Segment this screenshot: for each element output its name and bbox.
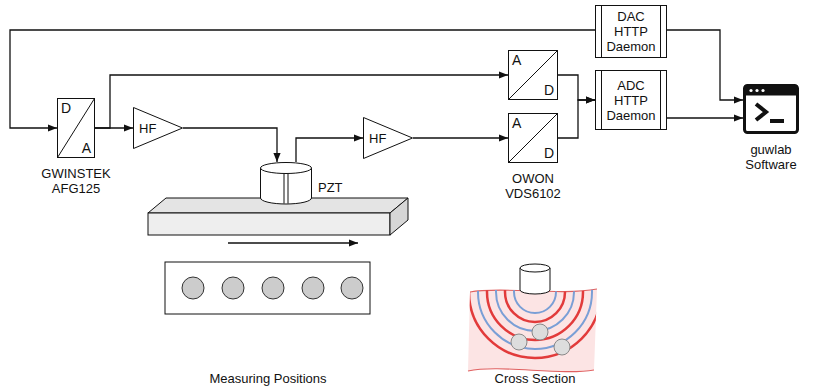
converter-port-letter: D [61, 100, 71, 116]
measuring-position [222, 277, 244, 299]
pzt-transducer-outline [260, 162, 312, 204]
prompt-cursor [770, 119, 784, 123]
figure-caption-label: Measuring Positions [209, 371, 326, 386]
signal-connector [667, 30, 743, 100]
wave-front-red [505, 262, 565, 322]
wave-fronts [469, 226, 601, 358]
window-dot [749, 89, 752, 92]
scatterer [532, 324, 548, 340]
process-label: ADC HTTP Daemon [604, 78, 658, 123]
converter-port-letter: D [544, 82, 554, 98]
signal-connector [413, 137, 508, 138]
amplifier-label: HF [139, 121, 156, 136]
scatterer [511, 334, 527, 350]
process-frame [596, 6, 667, 58]
electrode-split [284, 174, 285, 204]
converter-box: DAGWINSTEK AFG125 [57, 98, 95, 158]
process-side-bar [660, 71, 661, 130]
terminal-icon: guwlab Software [743, 84, 799, 134]
device-label: GWINSTEK AFG125 [34, 166, 118, 196]
pzt-transducer: PZT [260, 162, 312, 204]
converter-diagonal [58, 99, 95, 158]
terminal-icon-outline [743, 84, 799, 134]
converter-port-letter: D [544, 145, 554, 161]
converter-frame [509, 51, 558, 100]
measuring-strip [165, 262, 370, 314]
scatterer [554, 339, 570, 355]
converter-diagonal [509, 51, 558, 100]
daemon-process-box: DAC HTTP Daemon [595, 5, 667, 58]
part-label: PZT [318, 180, 343, 195]
wave-front-blue [478, 235, 592, 349]
converter-frame [58, 99, 95, 158]
signal-connector [558, 100, 595, 138]
window-dot [755, 89, 758, 92]
process-side-bar [601, 71, 602, 130]
signal-connector [183, 128, 277, 162]
process-frame [596, 71, 667, 130]
prompt-chevron [756, 104, 766, 120]
measuring-position [262, 277, 284, 299]
signal-connector [296, 138, 363, 162]
signal-connector [10, 30, 595, 128]
amplifier-label: HF [369, 131, 386, 146]
wave-front-blue [496, 253, 574, 331]
window-dot [761, 89, 764, 92]
amplifier-outline [134, 108, 183, 149]
figure-caption-label: Cross Section [495, 371, 576, 386]
converter-port-letter: A [512, 52, 521, 68]
wave-front-red [487, 244, 583, 340]
converter-frame [509, 114, 558, 163]
measuring-position [341, 277, 363, 299]
signal-connector [558, 75, 595, 100]
converter-port-letter: A [82, 140, 91, 156]
cylinder-top [261, 163, 312, 174]
converter-port-letter: A [512, 115, 521, 131]
beam-front-face [148, 213, 390, 235]
terminal-window [745, 86, 798, 133]
measuring-position [302, 277, 324, 299]
converter-box: AD [508, 50, 558, 100]
amplifier-outline [364, 118, 413, 159]
process-label: DAC HTTP Daemon [604, 9, 658, 54]
converter-diagonal [509, 114, 558, 163]
amplifier-triangle: HF [133, 107, 183, 149]
wave-front-red [469, 226, 601, 358]
terminal-title-bar [745, 86, 798, 96]
device-label: OWON VDS6102 [496, 171, 570, 201]
amplifier-triangle: HF [363, 117, 413, 159]
cross-section-transducer-top [520, 264, 550, 272]
scan-direction-arrow [228, 242, 358, 243]
daemon-process-box: ADC HTTP Daemon [595, 70, 667, 130]
electrode-split [288, 174, 289, 204]
signal-connector [667, 117, 743, 118]
converter-box: ADOWON VDS6102 [508, 113, 558, 163]
process-side-bar [601, 6, 602, 58]
measuring-position [182, 277, 204, 299]
device-label: guwlab Software [736, 142, 806, 172]
process-side-bar [660, 6, 661, 58]
beam-end-face [390, 198, 408, 235]
